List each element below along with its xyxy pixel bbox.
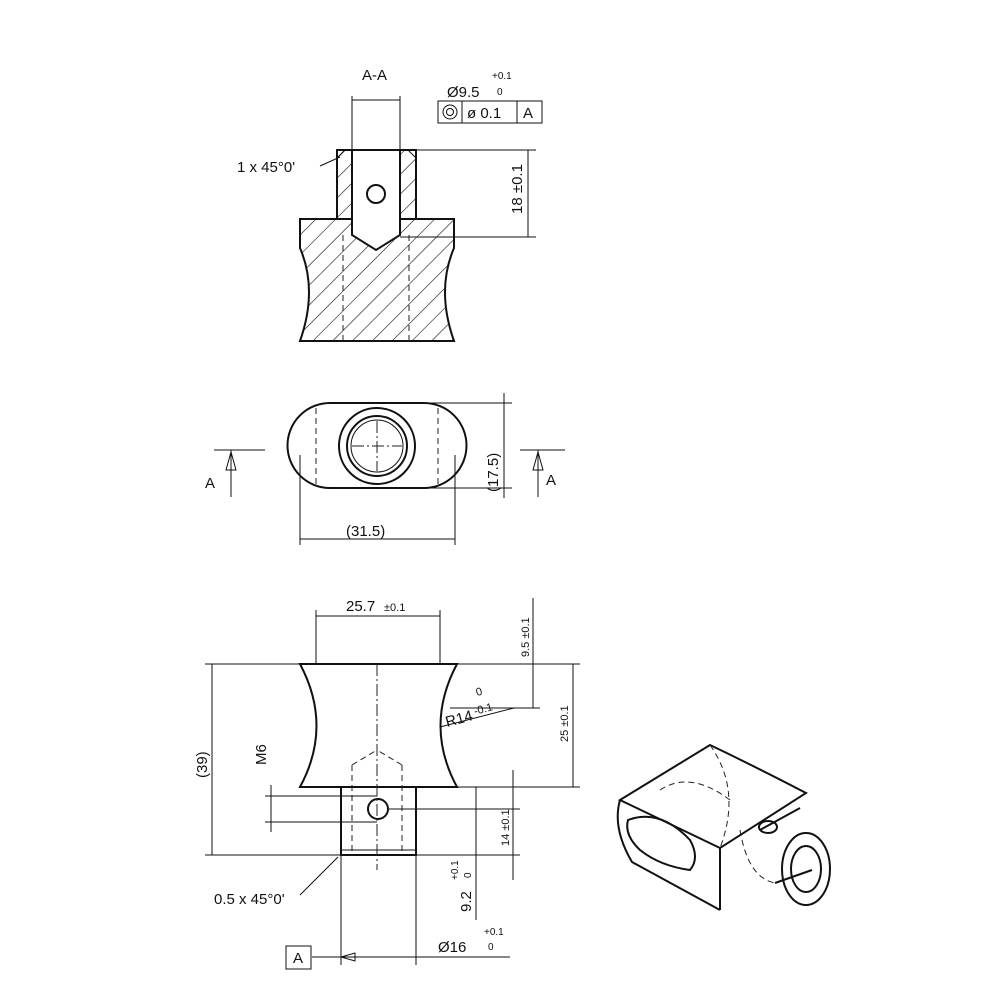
fcf-tolerance: ø 0.1 (467, 105, 501, 122)
section-title: A-A (362, 67, 387, 84)
boss-diameter-tol-lower: 0 (488, 942, 494, 953)
front-body (298, 663, 459, 788)
boss-diameter-value: Ø16 (438, 939, 466, 956)
overall-height-dimension: (39) (194, 751, 211, 778)
iso-boss-face (781, 832, 831, 906)
depth-dimension: 18 ±0.1 (509, 164, 526, 214)
radius-tol-upper: 0 (475, 686, 484, 699)
boss-diameter-tol-upper: +0.1 (484, 927, 504, 938)
top-offset-dimension: 9.5 ±0.1 (520, 617, 532, 657)
section-view: A-A Ø9.5 +0.1 0 ø 0.1 A 1 x 45°0' 18 ±0.… (237, 67, 543, 342)
bore-diameter: Ø9.5 (447, 84, 480, 101)
top-view: (31.5) (17.5) A A (205, 393, 565, 545)
front-view: 25.7 ±0.1 9.5 ±0.1 R14 0 -0.1 25 ±0.1 (3… (194, 598, 580, 970)
isometric-view (616, 743, 831, 911)
radius-value: R14 (444, 707, 475, 731)
boss-length-tol-lower: 0 (463, 872, 474, 878)
fcf-datum: A (523, 105, 533, 122)
radius-tol-lower: -0.1 (473, 701, 494, 718)
bore-tol-lower: 0 (497, 87, 503, 98)
boss-length-tol-upper: +0.1 (450, 860, 461, 880)
top-width-value: 25.7 (346, 598, 375, 615)
feature-control-frame: ø 0.1 A (437, 100, 543, 124)
chamfer-bottom-label: 0.5 x 45°0' (214, 891, 285, 908)
cut-marker-right: A (546, 472, 556, 489)
boss-length-value: 9.2 (458, 891, 475, 912)
thread-label: M6 (253, 744, 270, 765)
body-height-dimension: 25 ±0.1 (559, 705, 571, 742)
chamfer-top-label: 1 x 45°0' (237, 159, 295, 176)
bore-tol-upper: +0.1 (492, 71, 512, 82)
section-body (298, 218, 456, 342)
front-cross-hole (367, 798, 389, 820)
section-cross-hole (366, 184, 386, 204)
top-width-tolerance: ±0.1 (384, 602, 405, 614)
top-height-dimension: (17.5) (485, 453, 502, 492)
hole-position-dimension: 14 ±0.1 (500, 809, 512, 846)
cut-marker-left: A (205, 475, 215, 492)
datum-label: A (293, 950, 303, 967)
top-width-dimension: (31.5) (346, 523, 385, 540)
